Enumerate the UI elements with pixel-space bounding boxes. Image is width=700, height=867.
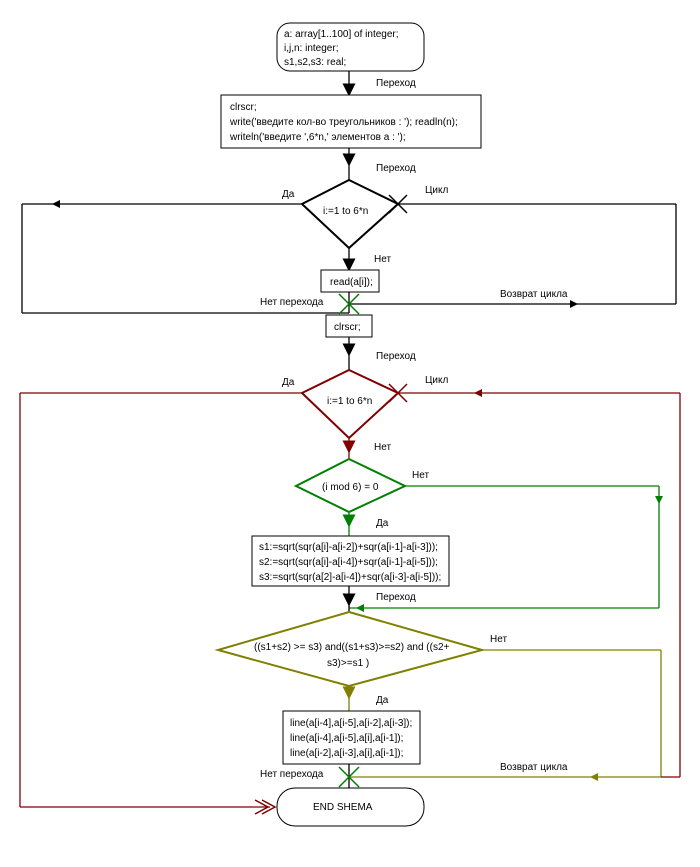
loop1-yes-label: Да xyxy=(282,189,295,200)
line-line-3: line(a[i-2],a[i-3],a[i],a[i-1]); xyxy=(290,748,403,759)
loop2-cycle-tick-b xyxy=(388,383,408,403)
if2-no-label: Нет xyxy=(490,634,507,645)
label-transition-3: Переход xyxy=(376,351,416,362)
loop1-yes-arrowhead xyxy=(52,200,60,208)
loop1-body-text: read(a[i]); xyxy=(330,277,373,288)
line-block[interactable] xyxy=(282,710,421,765)
loop2-exit-arrowhead xyxy=(254,799,277,815)
loop1-no-label: Нет xyxy=(374,254,391,265)
start-line-1: a: array[1..100] of integer; xyxy=(284,29,399,40)
start-block[interactable] xyxy=(276,22,425,72)
if2-return-arrowhead xyxy=(590,773,598,781)
merge1-mark-b xyxy=(338,293,360,315)
label-transition-2: Переход xyxy=(376,163,416,174)
loop2-cycle-label: Цикл xyxy=(425,375,448,386)
if2-condition-1: ((s1+s2) >= s3) and((s1+s3)>=s2) and ((s… xyxy=(254,642,450,653)
loop2-cycle-arrowhead xyxy=(474,389,482,397)
init-block[interactable] xyxy=(220,94,482,149)
init-line-3: writeln('введите ',6*n,' элементов a : '… xyxy=(229,132,406,143)
label-no-jump-1: Нет перехода xyxy=(260,297,324,308)
end-block[interactable] xyxy=(276,787,425,827)
init-line-2: write('введите кол-во треугольников : ')… xyxy=(229,117,458,128)
init-line-1: clrscr; xyxy=(230,102,257,113)
loop1-body[interactable] xyxy=(320,269,380,293)
calc-line-2: s2:=sqrt(sqr(a[i]-a[i-4])+sqr(a[i-1]-a[i… xyxy=(259,557,438,568)
calc-line-1: s1:=sqrt(sqr(a[i]-a[i-2])+sqr(a[i-1]-a[i… xyxy=(259,542,438,553)
loop2-no-label: Нет xyxy=(374,442,391,453)
label-no-jump-2: Нет перехода xyxy=(260,769,324,780)
line-line-1: line(a[i-4],a[i-5],a[i-2],a[i-3]); xyxy=(290,718,412,729)
if1-yes-label: Да xyxy=(376,518,389,529)
if1-no-label: Нет xyxy=(412,470,429,481)
calc-block[interactable] xyxy=(251,535,450,587)
calc-line-3: s3:=sqrt(sqr(a[2]-a[i-4])+sqr(a[i-3]-a[i… xyxy=(259,572,441,583)
if2-yes-label: Да xyxy=(376,695,389,706)
label-transition-4: Переход xyxy=(376,592,416,603)
start-line-2: i,j,n: integer; xyxy=(284,43,338,54)
loop1-return-arrowhead xyxy=(570,300,578,308)
if2-condition-2: s3)>=s1 ) xyxy=(327,658,369,669)
label-return-1: Возврат цикла xyxy=(500,289,568,300)
merge2-mark-b xyxy=(338,766,360,788)
label-return-2: Возврат цикла xyxy=(500,762,568,773)
if1-condition: (i mod 6) = 0 xyxy=(322,482,379,493)
loop1-cycle-label: Цикл xyxy=(425,185,448,196)
label-transition-1: Переход xyxy=(376,78,416,89)
if1-no-arrowhead xyxy=(655,496,663,504)
start-line-3: s1,s2,s3: real; xyxy=(284,57,346,68)
end-text: END SHEMA xyxy=(313,802,373,813)
loop1-cycle-tick-b xyxy=(388,194,408,214)
line-line-2: line(a[i-4],a[i-5],a[i],a[i-1]); xyxy=(290,733,403,744)
loop1-condition: i:=1 to 6*n xyxy=(323,206,368,217)
loop2-condition: i:=1 to 6*n xyxy=(327,396,372,407)
if1-return-arrowhead xyxy=(356,604,364,612)
loop2-yes-label: Да xyxy=(282,377,295,388)
clrscr-text: clrscr; xyxy=(334,322,361,333)
